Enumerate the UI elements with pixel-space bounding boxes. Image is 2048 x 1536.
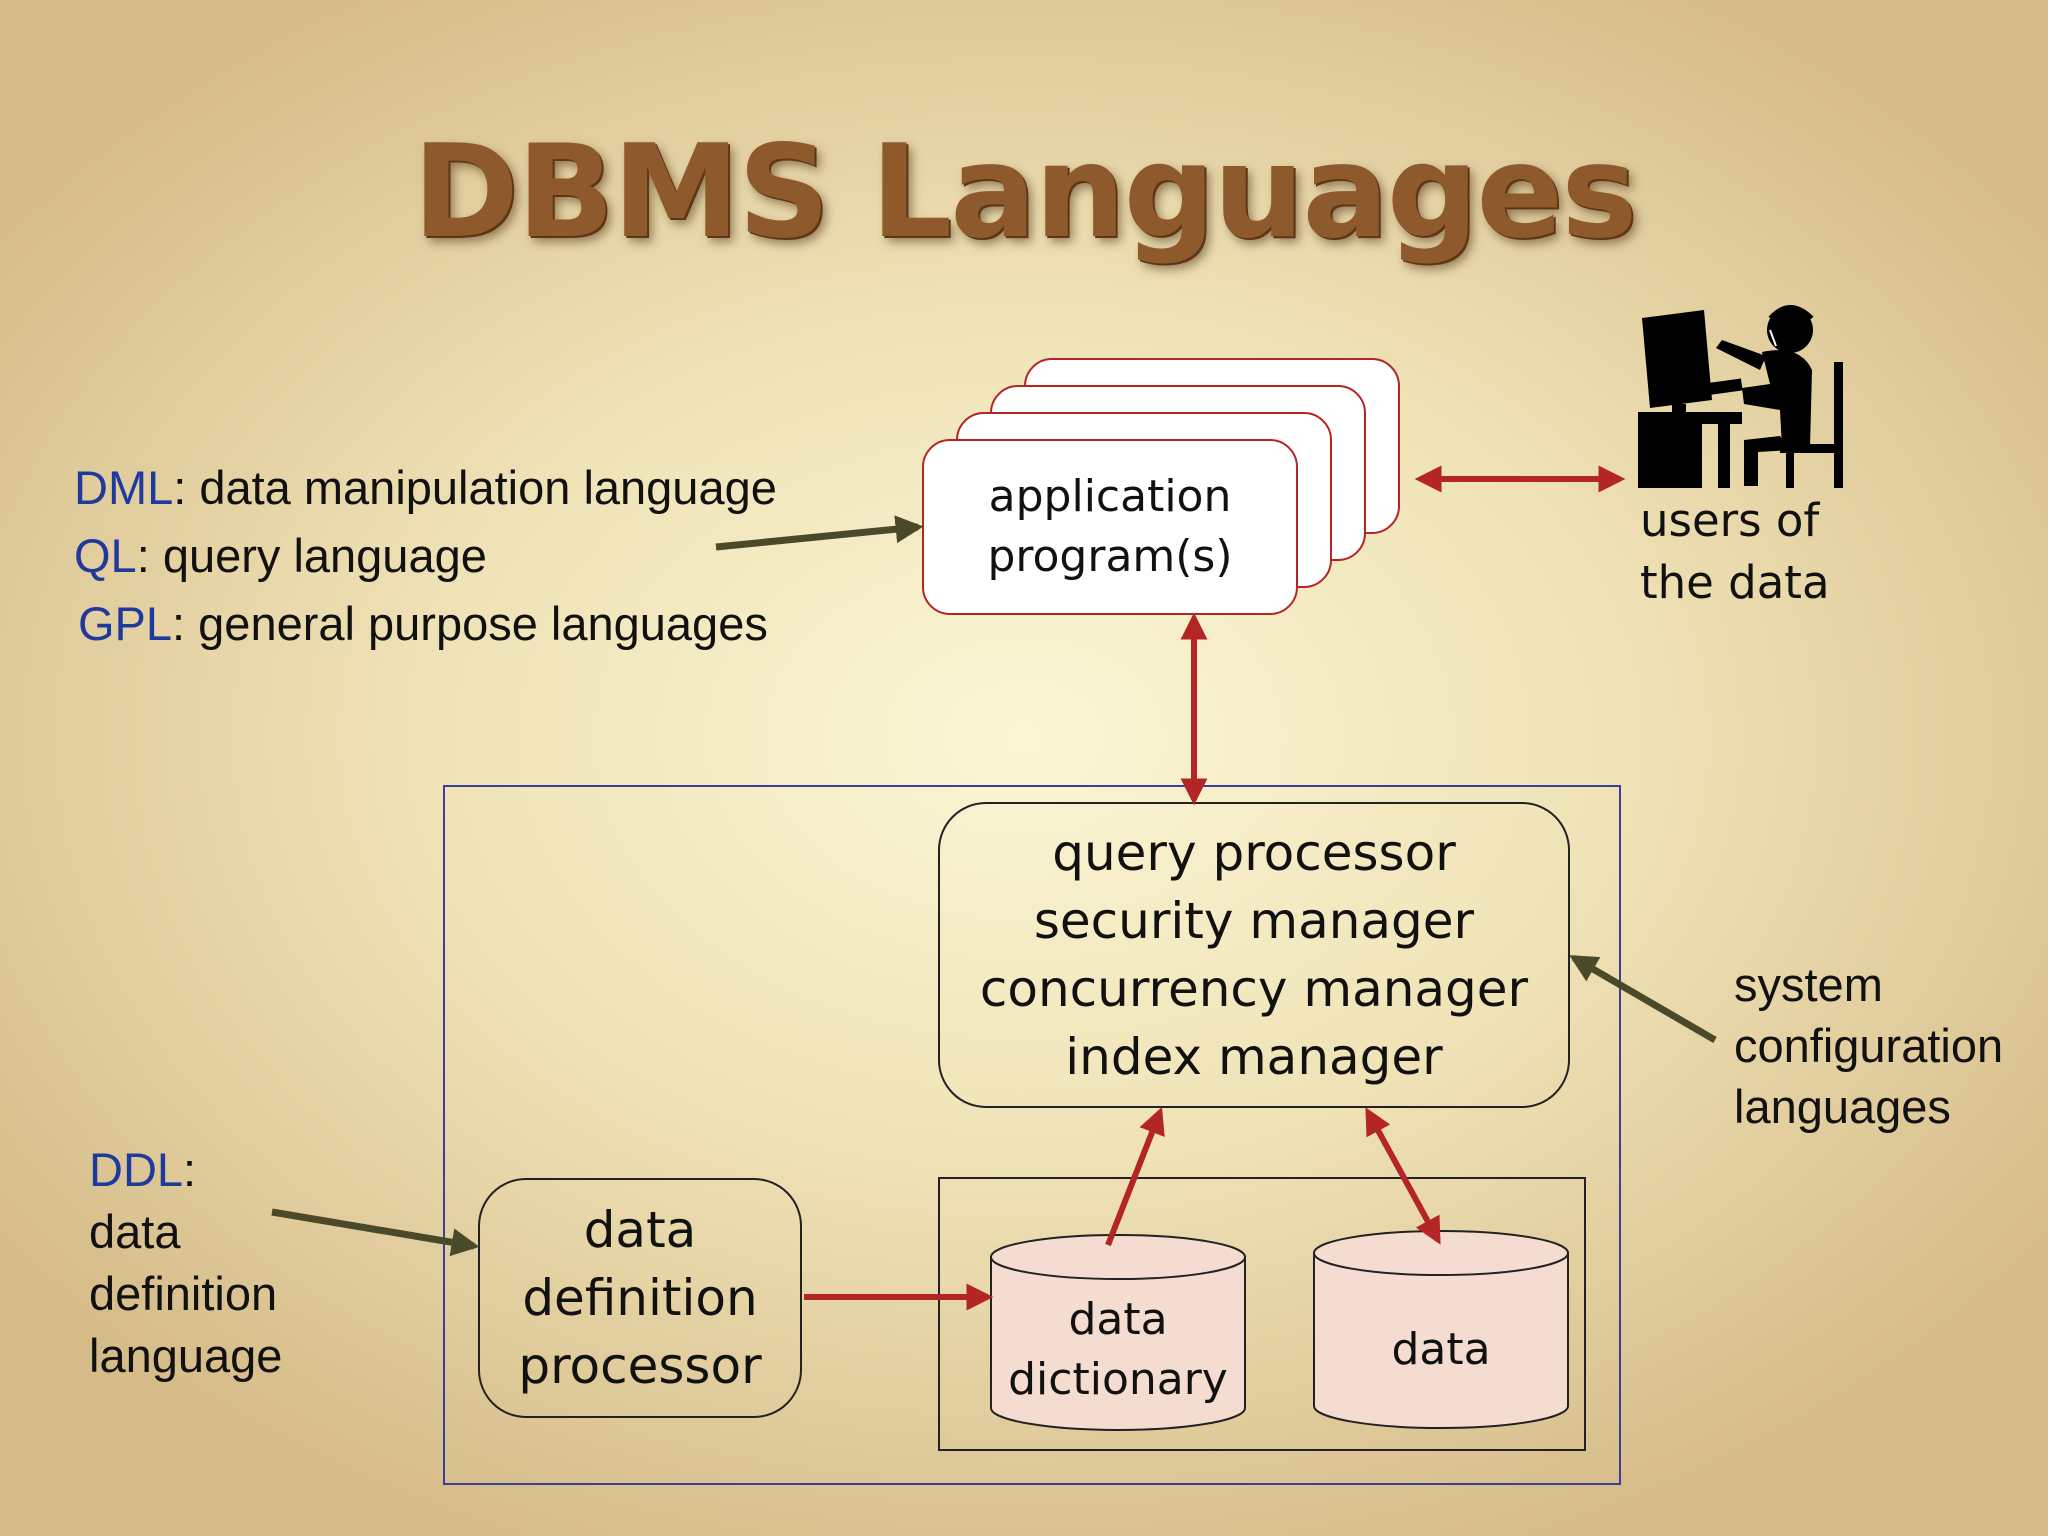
data-cylinder — [1313, 1230, 1569, 1429]
ddl-label: DDL: data definition language — [89, 1143, 283, 1382]
top-language-list: DML: data manipulation language QL: quer… — [74, 454, 777, 658]
dbms-boundary — [443, 785, 1621, 1485]
application-label-line1: application — [988, 471, 1232, 522]
slide-title: DBMS Languages — [412, 118, 1638, 267]
data-dictionary-cylinder — [990, 1234, 1246, 1431]
query-processor-label: query processor — [1052, 824, 1456, 882]
arrow-config-processor — [1569, 954, 1717, 1044]
security-manager-label: security manager — [1033, 892, 1475, 950]
arrow-dictionary-processor — [1105, 1106, 1165, 1247]
arrow-ddl-ddp — [271, 1208, 480, 1257]
application-label-line2: program(s) — [987, 531, 1233, 582]
gpl-entry: GPL: general purpose languages — [78, 597, 768, 650]
data-store-label: data — [1391, 1323, 1491, 1375]
arrow-dml-app — [715, 515, 924, 551]
dml-entry: DML: data manipulation language — [74, 461, 777, 514]
query-processor-box: query processor security manager concurr… — [938, 802, 1570, 1108]
index-manager-label: index manager — [1065, 1028, 1443, 1086]
concurrency-manager-label: concurrency manager — [979, 960, 1529, 1018]
data-dictionary-label: data dictionary — [1008, 1294, 1228, 1405]
arrow-processor-data — [1365, 1107, 1441, 1245]
storage-frame — [938, 1177, 1586, 1451]
users-of-data-label: users of the data — [1640, 494, 1830, 609]
system-configuration-languages: system configuration languages — [1734, 958, 2004, 1133]
ql-entry: QL: query language — [74, 529, 487, 582]
application-program-card: application program(s) — [922, 439, 1298, 615]
data-definition-processor-box: data definition processor — [478, 1178, 802, 1418]
